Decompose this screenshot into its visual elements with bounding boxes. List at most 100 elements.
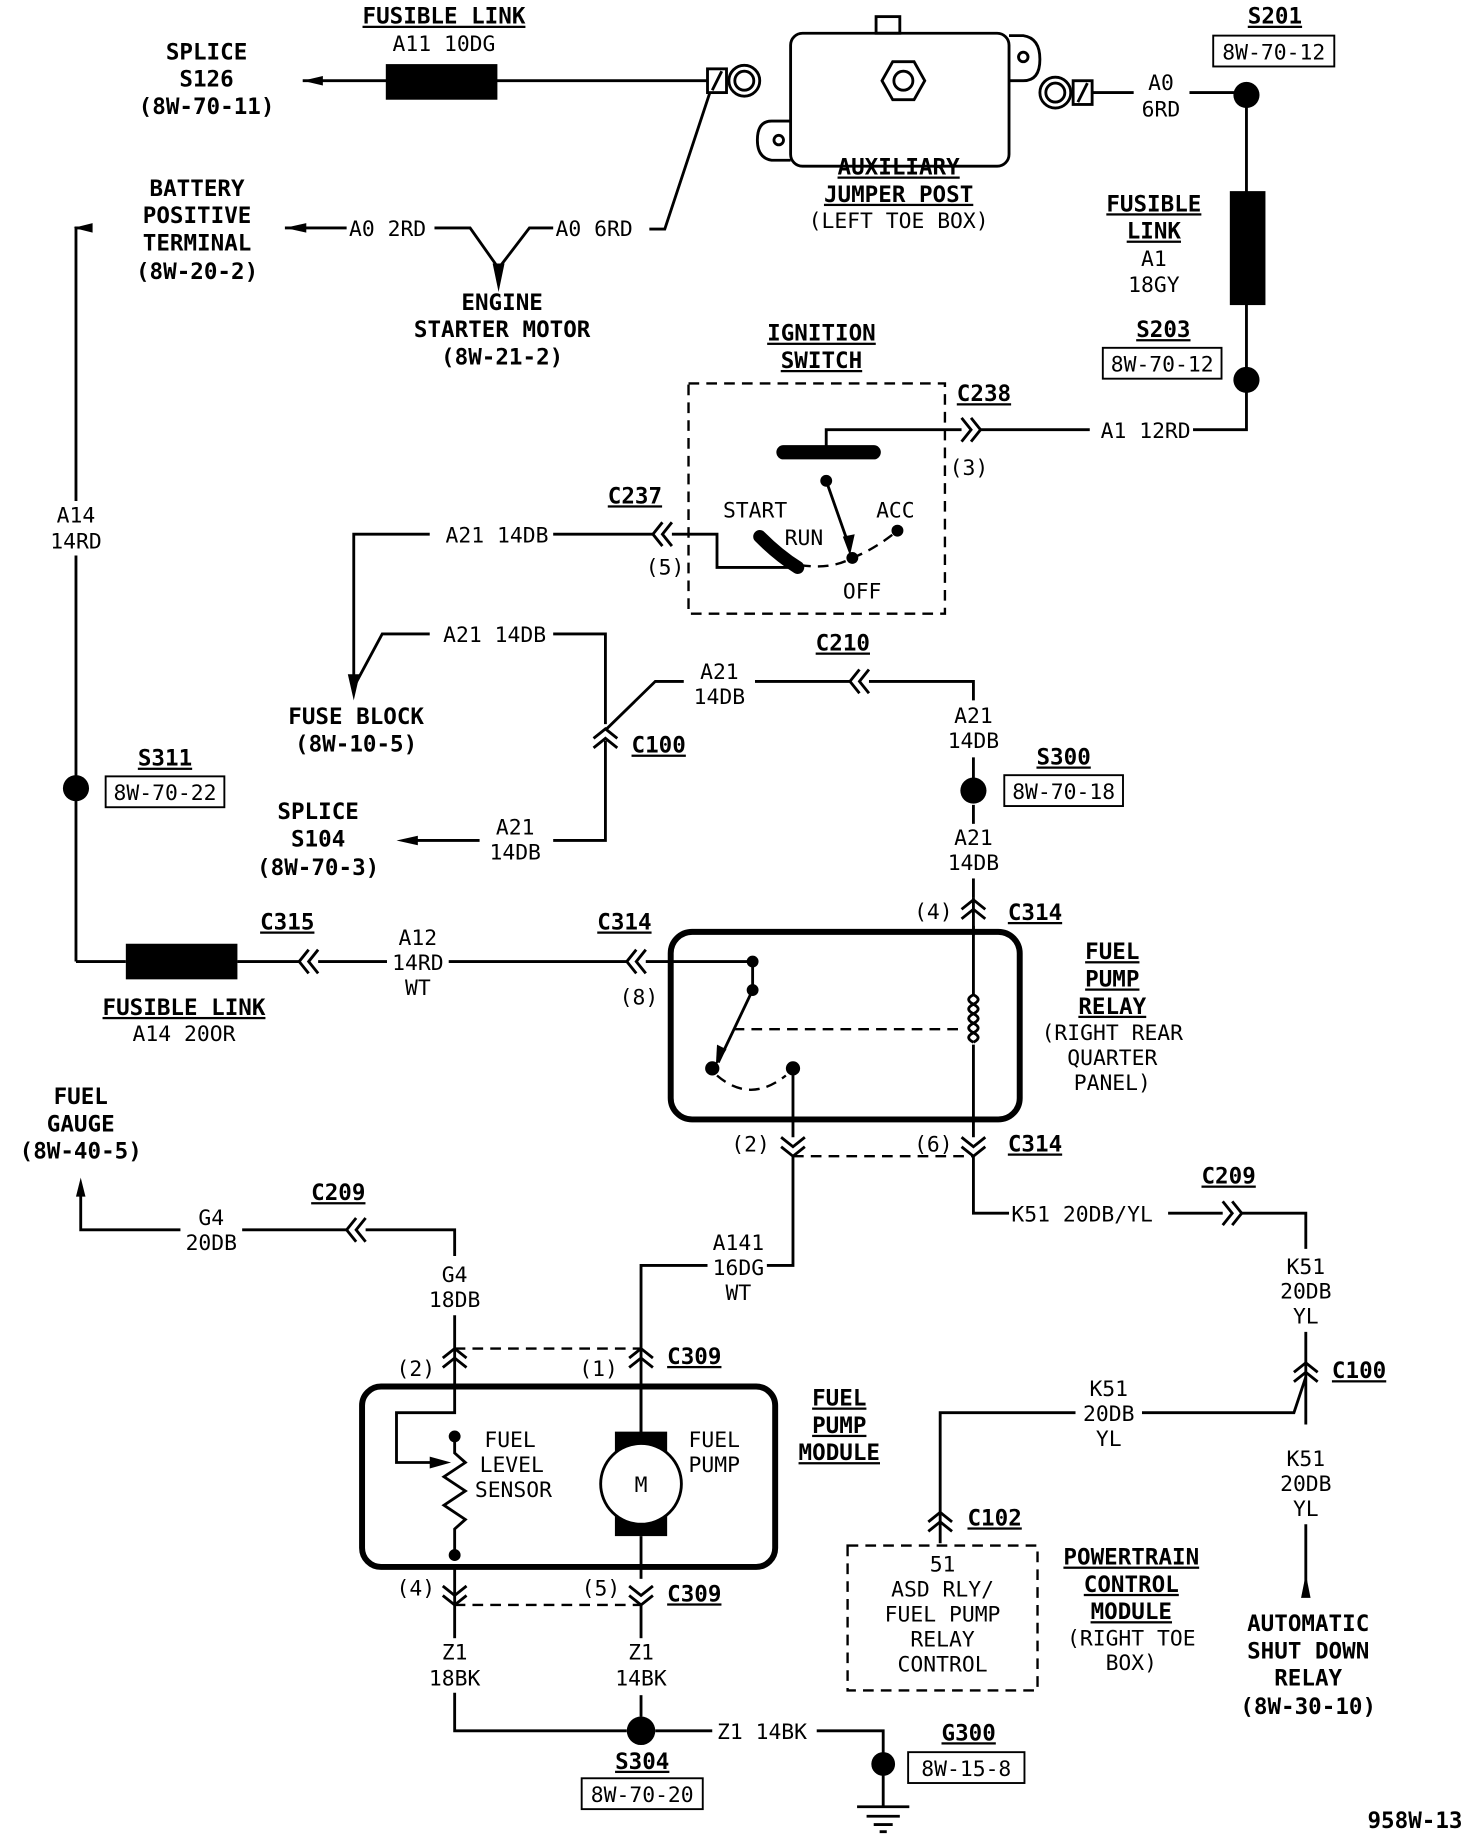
fusible-link-right-label: FUSIBLE LINK A1 18GY [1106, 191, 1201, 298]
wire-a21-c210-right[interactable] [868, 679, 975, 701]
svg-text:S104: S104 [291, 826, 345, 852]
splice-s203-icon [1233, 366, 1260, 393]
svg-text:CONTROL: CONTROL [1084, 1572, 1179, 1598]
wire-k51-c209-right[interactable] [1241, 1211, 1308, 1249]
c309-top-name: C309 [667, 1344, 721, 1370]
s304-ref-box [580, 1777, 704, 1811]
wire-starter-y[interactable] [434, 226, 554, 271]
wire-label-k51-rt-3: YL [1293, 1305, 1319, 1330]
fuel-level-sensor-resistor-icon [441, 1436, 468, 1556]
fuel-pump-module-box[interactable] [359, 1383, 779, 1570]
svg-text:QUARTER: QUARTER [1067, 1046, 1157, 1071]
connector-c210-icon [848, 668, 871, 695]
svg-text:(8W-40-5): (8W-40-5) [20, 1139, 142, 1165]
connector-c314-left-icon [624, 948, 647, 975]
fusible-link-bottom-title: FUSIBLE LINK [103, 995, 266, 1021]
ground-symbol-icon [857, 1805, 910, 1834]
wire-label-z1-14bk-v-1: Z1 [628, 1641, 654, 1666]
svg-text:PANEL): PANEL) [1074, 1071, 1151, 1096]
wire-label-k51-pcm-3: YL [1096, 1427, 1122, 1452]
c102-name: C102 [967, 1505, 1021, 1531]
pcm-pin-function: 51 ASD RLY/ FUEL PUMP RELAY CONTROL [885, 1553, 1001, 1678]
c314-bottom-name: C314 [1008, 1131, 1062, 1157]
wire-a21-c210-left[interactable] [604, 679, 684, 732]
wire-label-a21-s300-bot-1: A21 [954, 826, 993, 851]
wire-a21-ign-left[interactable] [352, 532, 430, 689]
wire-ign-internal-a21 [671, 532, 796, 569]
relay-nc-contact-icon [705, 1061, 720, 1076]
connector-c209-left-icon [344, 1217, 367, 1243]
wire-a141-down[interactable] [639, 1264, 708, 1437]
wire-z1-18bk[interactable] [453, 1692, 627, 1733]
s304-ref[interactable]: 8W-70-20 [591, 1783, 694, 1808]
wire-a21-fuse-right[interactable] [553, 632, 607, 725]
fuel-pump-relay-box[interactable] [667, 928, 1023, 1123]
connector-c237-icon [651, 521, 674, 547]
c238-pin: (3) [950, 456, 989, 481]
ign-lever-arrow-icon [842, 534, 855, 556]
ignition-switch-box[interactable] [687, 382, 947, 615]
wire-a0-6rd-left[interactable] [649, 92, 712, 231]
s300-ref[interactable]: 8W-70-18 [1012, 780, 1115, 805]
fuel-pump-module-label: FUEL PUMP MODULE [799, 1386, 880, 1467]
connector-c100-top-icon [592, 727, 619, 749]
wire-label-a21-c210-1: A21 [700, 660, 739, 685]
svg-text:51: 51 [930, 1553, 956, 1578]
ground-g300-node-icon [871, 1752, 896, 1776]
c309-bottom-pin-left: (4) [396, 1576, 435, 1601]
wire-k51-pcm-left[interactable] [938, 1411, 1076, 1544]
s311-ref[interactable]: 8W-70-22 [114, 781, 217, 806]
wire-label-k51-rb-1: K51 [1287, 1447, 1326, 1472]
connector-c100-bottom-icon [1293, 1360, 1319, 1383]
pcm-label: POWERTRAIN CONTROL MODULE (RIGHT TOE BOX… [1063, 1545, 1199, 1677]
wire-label-z1-18bk-1: Z1 [442, 1641, 468, 1666]
wire-label-a21-c210-2: 14DB [694, 685, 745, 710]
wire-a14-14rd-upper[interactable] [74, 226, 81, 501]
svg-text:(8W-10-5): (8W-10-5) [295, 731, 417, 757]
wire-label-a12-3: WT [405, 976, 431, 1001]
wire-k51-relay-down[interactable] [971, 1156, 1010, 1215]
wire-a21-s104[interactable] [553, 740, 607, 842]
svg-text:FUEL: FUEL [812, 1386, 866, 1412]
svg-text:PUMP: PUMP [1085, 966, 1139, 992]
s203-ref[interactable]: 8W-70-12 [1111, 353, 1214, 378]
wire-label-k51-pcm-2: 20DB [1083, 1402, 1134, 1427]
wire-g4-20db-left[interactable] [79, 1184, 181, 1232]
c314-left-name: C314 [597, 909, 651, 935]
g300-ref[interactable]: 8W-15-8 [921, 1757, 1011, 1782]
wire-g4-18db-top[interactable] [365, 1228, 457, 1256]
svg-text:SHUT DOWN: SHUT DOWN [1247, 1638, 1369, 1664]
s201-ref[interactable]: 8W-70-12 [1222, 40, 1325, 65]
wire-label-k51-rb-3: YL [1293, 1497, 1319, 1522]
c237-pin: (5) [646, 556, 685, 581]
s300-ref-box [1003, 774, 1124, 807]
wire-k51-pcm-right[interactable] [1141, 1376, 1308, 1415]
fusible-link-top-title: FUSIBLE LINK [363, 4, 526, 30]
wire-label-a1-12rd: A1 12RD [1101, 419, 1191, 444]
svg-text:FUEL: FUEL [484, 1428, 535, 1453]
wire-label-14rd: 14RD [50, 529, 101, 554]
wire-label-a21-s104-2: 14DB [489, 840, 540, 865]
ign-pos-start: START [723, 499, 787, 524]
svg-text:(8W-70-3): (8W-70-3) [257, 855, 379, 881]
powertrain-control-module-box[interactable] [846, 1544, 1039, 1692]
wire-label-z1-18bk-2: 18BK [429, 1667, 481, 1692]
fusible-link-bottom-wire: A14 20OR [133, 1022, 236, 1047]
wire-a21-fuse-left[interactable] [354, 632, 430, 684]
wire-a1-12rd-right[interactable] [1193, 391, 1248, 432]
svg-text:18GY: 18GY [1128, 273, 1180, 298]
svg-text:PUMP: PUMP [689, 1453, 740, 1478]
svg-text:FUEL: FUEL [689, 1428, 740, 1453]
wire-label-a12-2: 14RD [392, 951, 443, 976]
c314-top-pin: (4) [914, 900, 953, 925]
wire-z1-14bk-to-ground[interactable] [816, 1729, 885, 1807]
svg-text:BOX): BOX) [1106, 1651, 1157, 1676]
c100-top-name: C100 [632, 733, 686, 759]
c309-top-pin-right: (1) [579, 1357, 618, 1382]
svg-text:(8W-21-2): (8W-21-2) [441, 344, 563, 370]
wire-a141-top[interactable] [766, 1156, 795, 1267]
engine-starter-motor-label: ENGINE STARTER MOTOR (8W-21-2) [414, 290, 591, 371]
svg-text:(LEFT TOE BOX): (LEFT TOE BOX) [809, 209, 989, 234]
connector-c309-bottom-icon [441, 1584, 654, 1607]
wire-label-g4-20db-2: 20DB [186, 1231, 237, 1256]
